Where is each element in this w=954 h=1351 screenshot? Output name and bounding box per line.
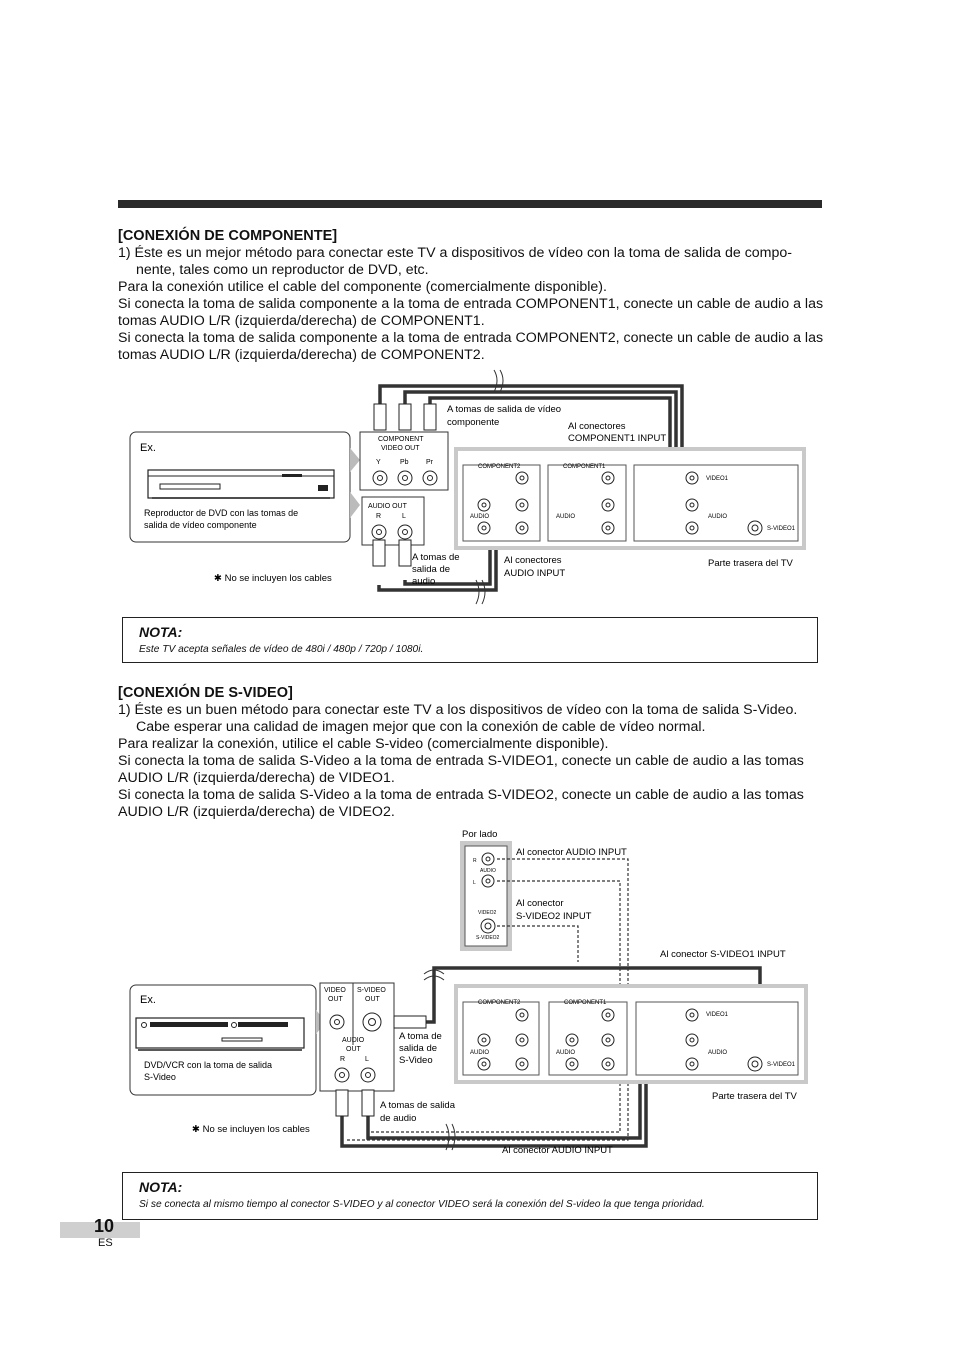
- component-p4: Si conecta la toma de salida componente …: [118, 330, 824, 363]
- label-audio-outputs-3: audio: [412, 576, 435, 587]
- label-audio-out2-2: de audio: [380, 1113, 416, 1124]
- note-title-2: NOTA:: [139, 1179, 183, 1195]
- side-audio-label: AUDIO: [480, 868, 496, 874]
- por-lado-label: Por lado: [462, 829, 497, 840]
- tv-jacks: [477, 471, 763, 536]
- tv2-audio-v1: AUDIO: [708, 1050, 727, 1056]
- audio-out-jacks: [371, 524, 413, 540]
- jack-y-label: Y: [376, 459, 381, 466]
- component-p1: 1) Éste es un mejor método para conectar…: [118, 245, 793, 278]
- tv2-video1-label: VIDEO1: [706, 1012, 729, 1018]
- label-audio-outputs-2: salida de: [412, 564, 450, 575]
- jack-pb-label: Pb: [400, 459, 409, 466]
- page-number: 10: [94, 1216, 115, 1236]
- label-tv-rear-2: Parte trasera del TV: [712, 1091, 798, 1102]
- page-language: ES: [98, 1237, 113, 1249]
- video-out-label-1: VIDEO: [324, 987, 346, 994]
- audio-r-label: R: [376, 513, 381, 520]
- side-l-label: L: [473, 880, 476, 886]
- tv-audio-label-c1: AUDIO: [556, 514, 575, 520]
- cables-note-2: ✱ No se incluyen los cables: [192, 1124, 310, 1135]
- cable-break-marks: [475, 369, 504, 605]
- jack-pr-label: Pr: [426, 459, 434, 466]
- label-svideo-out-3: S-Video: [399, 1055, 433, 1066]
- video-out-label-2: OUT: [328, 996, 344, 1003]
- dvd-player-icon: [147, 469, 335, 499]
- tv-svideo1-label: S-VIDEO1: [767, 526, 796, 532]
- dvdvcr-caption-1: DVD/VCR con la toma de salida: [144, 1060, 272, 1070]
- component-section: [CONEXIÓN DE COMPONENTE] 1) Éste es un m…: [118, 228, 828, 364]
- label-audio-input-2: AUDIO INPUT: [504, 568, 565, 579]
- label-audio-outputs-1: A tomas de: [412, 552, 460, 563]
- side-svideo2-label: S-VIDEO2: [476, 935, 500, 941]
- note-title-1: NOTA:: [139, 624, 183, 640]
- side-video2-label: VIDEO2: [478, 910, 497, 916]
- dvd-caption-2: salida de vídeo componente: [144, 520, 257, 530]
- component-connection-diagram: Ex. Reproductor de DVD con las tomas de …: [129, 369, 806, 605]
- label-audio-input-1: Al conectores: [504, 555, 562, 566]
- label-video-outputs-1: A tomas de salida de vídeo: [447, 404, 561, 415]
- note-text-2: Si se conecta al mismo tiempo al conecto…: [139, 1199, 705, 1210]
- label-svideo-out-1: A toma de: [399, 1031, 442, 1042]
- ex-label-1: Ex.: [140, 442, 156, 454]
- top-rule: [118, 200, 822, 208]
- cable-break-marks-2: [423, 969, 456, 1151]
- dvdvcr-caption-2: S-Video: [144, 1072, 176, 1082]
- label-audio-input-side: Al conector AUDIO INPUT: [516, 847, 627, 858]
- svideo-out-label-2: OUT: [365, 996, 381, 1003]
- label-svideo1: Al conector S-VIDEO1 INPUT: [660, 949, 786, 960]
- svideo-connection-diagram: Por lado R L AUDIO VIDEO2 S-VIDEO2 Al co…: [129, 829, 808, 1156]
- side-r-label: R: [473, 858, 477, 864]
- audio-l-label: L: [402, 513, 406, 520]
- note-box-2: NOTA: Si se conecta al mismo tiempo al c…: [122, 1172, 818, 1220]
- audio-out2-label-1: AUDIO: [342, 1037, 365, 1044]
- ex-label-2: Ex.: [140, 994, 156, 1006]
- side-jacks: [480, 852, 496, 934]
- cables-note-1: ✱ No se incluyen los cables: [214, 573, 332, 584]
- component-out-jacks: [372, 470, 438, 486]
- tv2-jacks: [477, 1008, 763, 1072]
- comp-video-out-label-1: COMPONENT: [378, 436, 424, 443]
- label-audio-input-bottom: Al conector AUDIO INPUT: [502, 1145, 613, 1156]
- audio-out2-l: L: [365, 1056, 369, 1063]
- tv2-component1-label: COMPONENT1: [564, 1000, 607, 1006]
- svideo-section: [CONEXIÓN DE S-VIDEO] 1) Éste es un buen…: [118, 685, 828, 821]
- tv-component1-label: COMPONENT1: [563, 464, 606, 470]
- tv2-component2-label: COMPONENT2: [478, 1000, 521, 1006]
- audio-out-label: AUDIO OUT: [368, 503, 408, 510]
- tv-video1-label: VIDEO1: [706, 476, 729, 482]
- tv-audio-label-v1: AUDIO: [708, 514, 727, 520]
- note-box-1: NOTA: Este TV acepta señales de vídeo de…: [122, 617, 818, 663]
- component-p3: Si conecta la toma de salida componente …: [118, 296, 824, 329]
- component-heading: [CONEXIÓN DE COMPONENTE]: [118, 228, 338, 244]
- comp-video-out-label-2: VIDEO OUT: [381, 445, 420, 452]
- svideo-p1: 1) Éste es un buen método para conectar …: [118, 702, 798, 735]
- label-svideo2-1: Al conector: [516, 898, 564, 909]
- label-svideo2-2: S-VIDEO2 INPUT: [516, 911, 592, 922]
- audio-out2-label-2: OUT: [346, 1046, 362, 1053]
- note-text-1: Este TV acepta señales de vídeo de 480i …: [139, 644, 424, 655]
- audio-out2-r: R: [340, 1056, 345, 1063]
- component-p2: Para la conexión utilice el cable del co…: [118, 279, 607, 295]
- page-number-tab: 10 ES: [60, 1216, 140, 1249]
- svideo-p4: Si conecta la toma de salida S-Video a l…: [118, 787, 804, 820]
- tv2-audio-c1: AUDIO: [556, 1050, 575, 1056]
- label-tv-rear-1: Parte trasera del TV: [708, 558, 794, 569]
- svideo-out-label-1: S-VIDEO: [357, 987, 386, 994]
- label-comp1-input-1: Al conectores: [568, 421, 626, 432]
- dvd-vcr-icon: [135, 1017, 305, 1051]
- label-video-outputs-2: componente: [447, 417, 499, 428]
- tv2-audio-c2: AUDIO: [470, 1050, 489, 1056]
- tv-component2-label: COMPONENT2: [478, 464, 521, 470]
- svideo-p2: Para realizar la conexión, utilice el ca…: [118, 736, 609, 752]
- device-jacks-2: [329, 1012, 382, 1083]
- dvd-caption-1: Reproductor de DVD con las tomas de: [144, 508, 298, 518]
- svideo-p3: Si conecta la toma de salida S-Video a l…: [118, 753, 804, 786]
- label-comp1-input-2: COMPONENT1 INPUT: [568, 433, 666, 444]
- tv-audio-label-c2: AUDIO: [470, 514, 489, 520]
- label-svideo-out-2: salida de: [399, 1043, 437, 1054]
- tv2-svideo1-label: S-VIDEO1: [767, 1062, 796, 1068]
- label-audio-out2-1: A tomas de salida: [380, 1100, 456, 1111]
- svideo-heading: [CONEXIÓN DE S-VIDEO]: [118, 685, 293, 701]
